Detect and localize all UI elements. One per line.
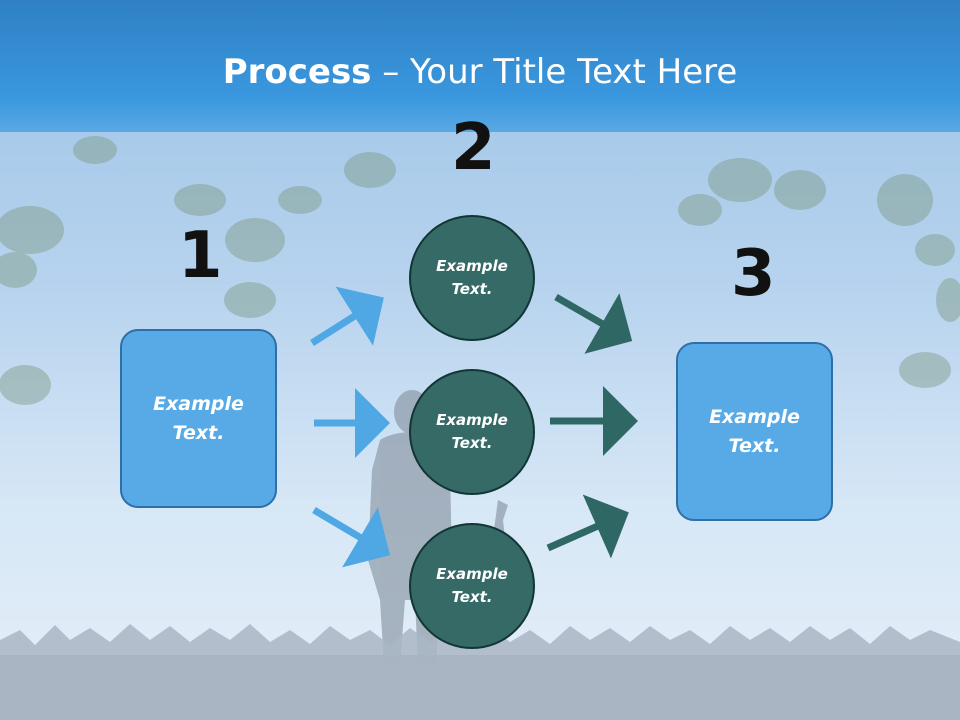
title-rest: – Your Title Text Here [371,52,738,92]
step-1-text: Example Text. [153,392,244,444]
step-1-box: Example Text. [120,329,277,508]
step-2-circle-1: Example Text. [409,215,535,341]
step-2-circle-1-text: Example Text. [436,257,508,298]
arrow-2c-to-3 [546,494,629,559]
arrow-1-to-2c [312,506,391,568]
foliage-right [678,158,960,388]
arrow-1-to-2a [310,286,384,346]
step-2-circle-2-text: Example Text. [436,411,508,452]
title-bold: Process [222,52,372,92]
step-3-box: Example Text. [676,342,833,521]
page-title: Process – Your Title Text Here [0,52,960,92]
step-number-3: 3 [731,237,776,311]
step-number-1: 1 [178,219,223,293]
step-number-2: 2 [451,111,496,185]
step-3-text: Example Text. [709,405,800,457]
step-2-circle-3-text: Example Text. [436,565,508,606]
step-2-circle-3: Example Text. [409,523,535,649]
step-2-circle-2: Example Text. [409,369,535,495]
arrow-2a-to-3 [554,293,633,354]
header-bar [0,0,960,132]
foliage-left [0,136,396,405]
